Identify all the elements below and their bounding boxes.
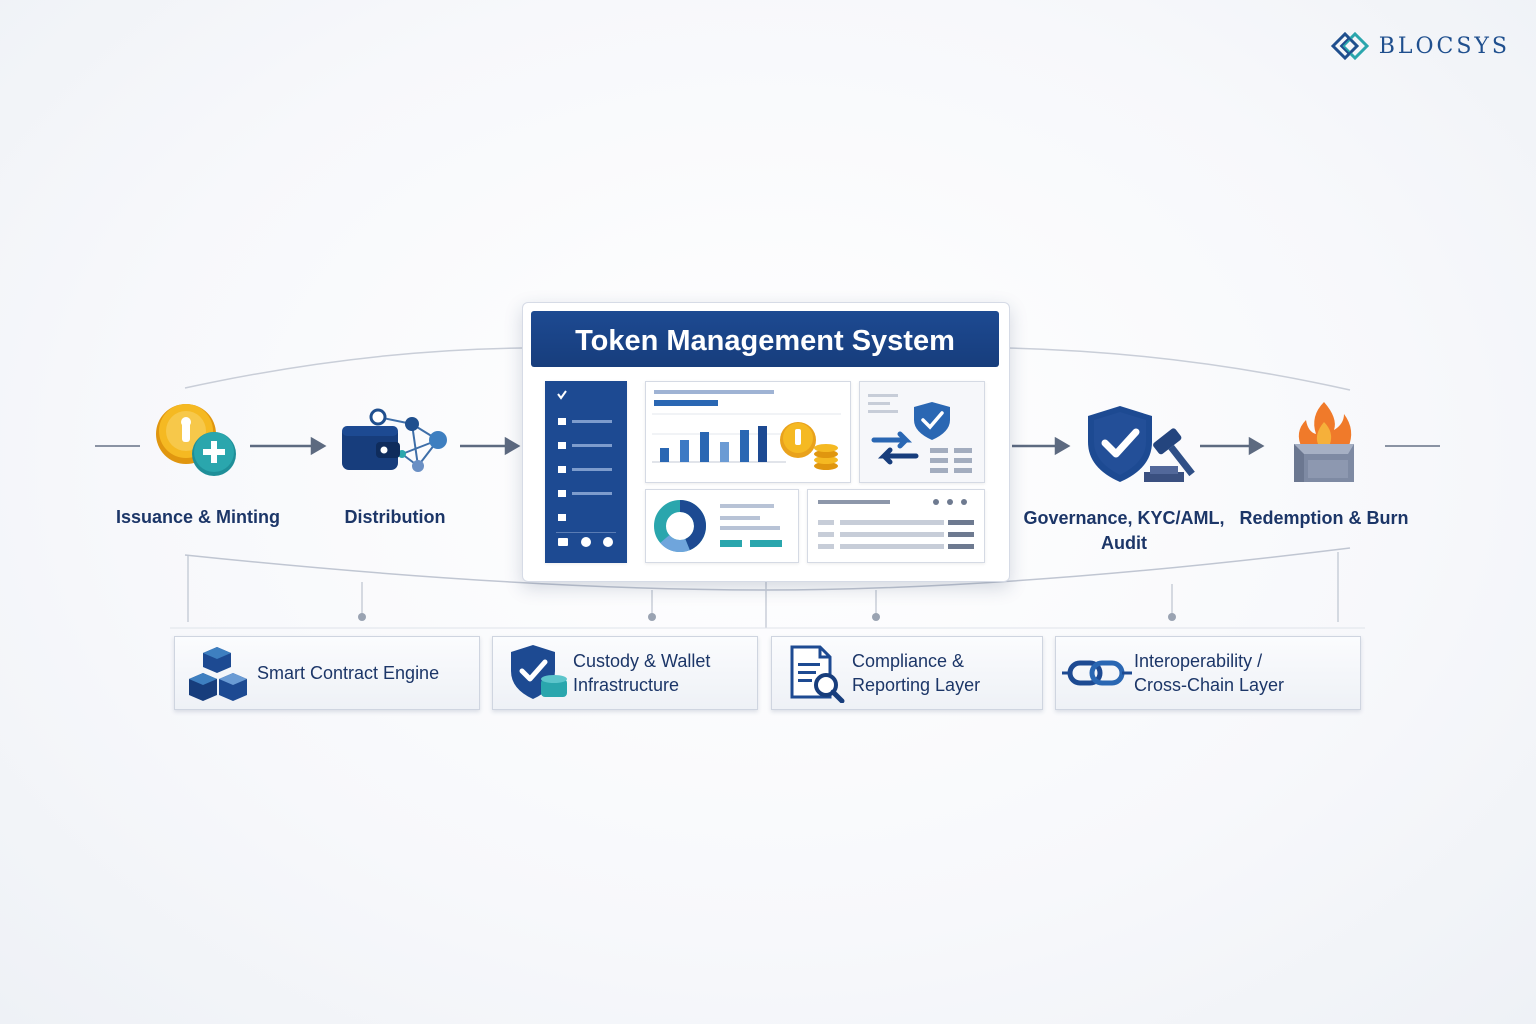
component-label-line2: Cross-Chain Layer — [1134, 675, 1285, 695]
donut-chart-panel — [645, 489, 799, 563]
stage-label-governance-line2: Audit — [1101, 533, 1147, 553]
component-label: Smart Contract Engine — [257, 663, 440, 683]
dashboard-sidebar — [545, 381, 627, 563]
component-label-line1: Compliance & — [852, 651, 965, 671]
component-label-line2: Reporting Layer — [852, 675, 981, 695]
stage-label-issuance: Issuance & Minting — [115, 507, 281, 527]
arrow-1 — [250, 436, 327, 456]
stage-label-governance: Governance, KYC/AML, Audit — [1018, 506, 1230, 556]
component-label-line2: Infrastructure — [573, 675, 680, 695]
arrow-4 — [1200, 436, 1265, 456]
page-title: Token Management System — [531, 311, 999, 367]
logo-mark-icon — [1330, 31, 1369, 61]
component-smart-contract-engine: Smart Contract Engine — [174, 636, 480, 710]
component-label-line1: Custody & Wallet — [573, 651, 711, 671]
burn-box-icon — [1294, 402, 1354, 482]
component-label-group: Compliance & Reporting Layer — [852, 649, 980, 697]
cubes-icon — [189, 647, 247, 701]
donut-chart-icon — [654, 500, 782, 552]
swap-security-panel — [859, 381, 985, 483]
swap-shield-icon — [868, 394, 972, 473]
arrow-3 — [1012, 436, 1071, 456]
wallet-network-icon — [342, 408, 447, 472]
brand-logo: BLOCSYS — [1327, 28, 1510, 64]
sidebar-menu-icons — [556, 390, 616, 547]
arrow-2 — [460, 436, 521, 456]
component-interoperability: Interoperability / Cross-Chain Layer — [1055, 636, 1361, 710]
token-management-system-window: Token Management System — [522, 302, 1010, 582]
stage-label-redemption: Redemption & Burn — [1239, 508, 1409, 528]
component-compliance-reporting: Compliance & Reporting Layer — [771, 636, 1043, 710]
data-table-panel — [807, 489, 985, 563]
bar-chart-icon — [652, 390, 841, 470]
shield-wallet-icon — [511, 645, 567, 699]
component-label-group: Custody & Wallet Infrastructure — [573, 649, 710, 697]
stage-label-governance-line1: Governance, KYC/AML, — [1023, 508, 1225, 528]
document-search-icon — [790, 645, 845, 703]
component-custody-wallet: Custody & Wallet Infrastructure — [492, 636, 758, 710]
chain-link-icon — [1062, 660, 1132, 686]
stage-label-distribution: Distribution — [344, 507, 446, 527]
component-label-group: Interoperability / Cross-Chain Layer — [1134, 649, 1284, 697]
shield-gavel-icon — [1088, 406, 1195, 482]
brand-name: BLOCSYS — [1378, 33, 1510, 59]
analytics-chart-panel — [645, 381, 851, 483]
coin-plus-icon — [156, 404, 236, 476]
component-label-line1: Interoperability / — [1134, 651, 1263, 671]
table-rows-icon — [818, 499, 974, 549]
